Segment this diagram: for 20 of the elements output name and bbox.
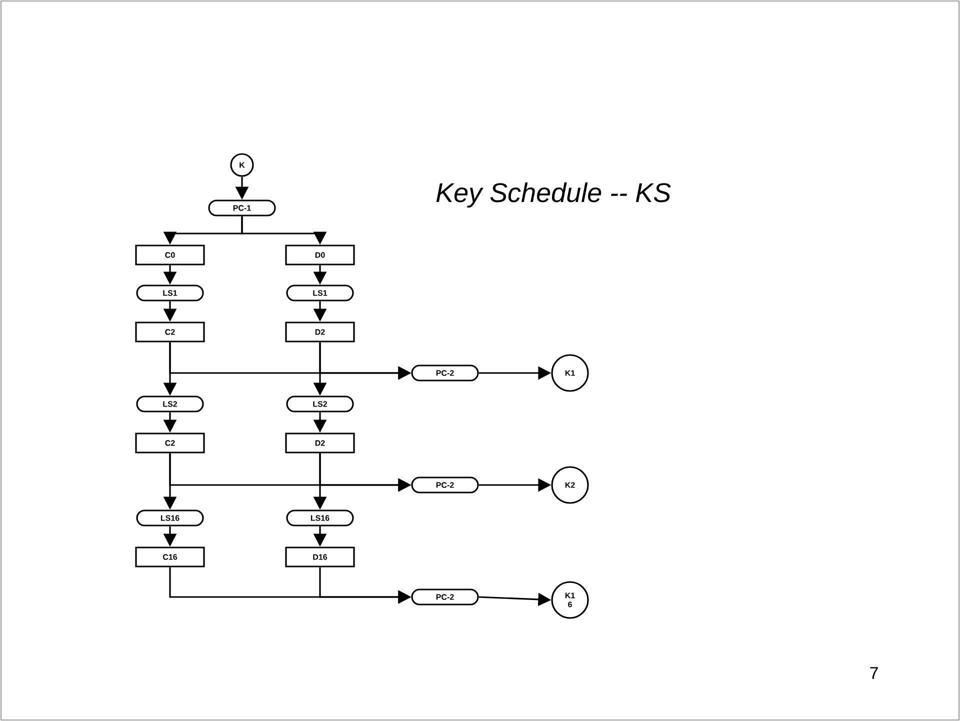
register-box: C16 <box>135 546 205 568</box>
operation-pill: LS16 <box>136 510 204 526</box>
register-box: D0 <box>285 244 355 266</box>
title: Key Schedule -- KS <box>436 182 671 208</box>
operation-pill: PC-2 <box>411 364 479 382</box>
operation-pill: PC-1 <box>208 200 276 216</box>
operation-pill: PC-2 <box>411 588 479 606</box>
operation-pill: LS1 <box>136 284 204 302</box>
page-number: 7 <box>870 667 878 679</box>
operation-pill: LS2 <box>286 396 354 412</box>
operation-pill: PC-2 <box>411 476 479 494</box>
operation-pill: LS1 <box>286 284 354 302</box>
register-box: D2 <box>285 322 355 342</box>
register-box: C2 <box>135 432 205 454</box>
register-box: D2 <box>285 432 355 454</box>
register-box: C0 <box>135 244 205 266</box>
register-box: D16 <box>285 546 355 568</box>
operation-pill: LS16 <box>286 510 354 526</box>
operation-pill: LS2 <box>136 396 204 412</box>
register-box: C2 <box>135 322 205 342</box>
